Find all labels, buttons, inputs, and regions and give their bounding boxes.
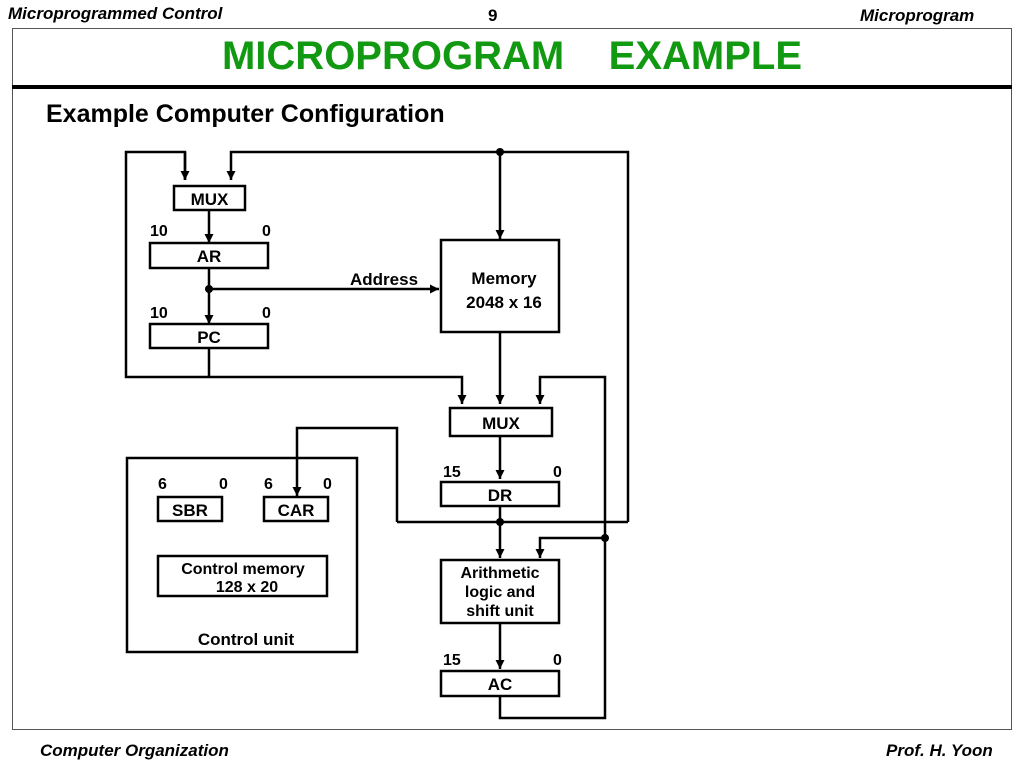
memory-label: Memory bbox=[471, 269, 537, 288]
footer-left-text: Computer Organization bbox=[40, 741, 229, 760]
car-msb-label: 6 bbox=[264, 476, 273, 493]
pc-register: 10 0 PC bbox=[148, 305, 271, 350]
ar-lsb-label: 0 bbox=[262, 223, 271, 240]
mux-top-label: MUX bbox=[191, 190, 229, 209]
ar-label: AR bbox=[197, 247, 222, 266]
alu-block: Arithmetic logic and shift unit bbox=[439, 558, 561, 625]
header-right-text: Microprogram bbox=[860, 6, 975, 25]
memory-block: Memory 2048 x 16 bbox=[439, 238, 561, 334]
junction-dots bbox=[205, 148, 609, 542]
slide-title: MICROPROGRAM EXAMPLE bbox=[221, 34, 803, 78]
memory-size-label: 2048 x 16 bbox=[466, 293, 542, 312]
pc-label: PC bbox=[197, 328, 221, 347]
ar-msb-label: 10 bbox=[150, 223, 168, 240]
footer-right-text: Prof. H. Yoon bbox=[886, 741, 993, 760]
sbr-label: SBR bbox=[172, 501, 208, 520]
ac-label: AC bbox=[488, 675, 513, 694]
control-unit: 6 0 SBR 6 0 CAR Control memory 128 x 20 … bbox=[125, 456, 359, 654]
car-label: CAR bbox=[278, 501, 315, 520]
car-register bbox=[262, 495, 330, 523]
sbr-register bbox=[156, 495, 224, 523]
alu-label-line3: shift unit bbox=[466, 603, 534, 620]
dr-label: DR bbox=[488, 486, 513, 505]
slide-frame bbox=[12, 28, 1012, 730]
dr-lsb-label: 0 bbox=[553, 464, 562, 481]
title-divider bbox=[12, 85, 1012, 89]
ac-lsb-label: 0 bbox=[553, 652, 562, 669]
ac-msb-label: 15 bbox=[443, 652, 461, 669]
car-lsb-label: 0 bbox=[323, 476, 332, 493]
mux-top: MUX bbox=[172, 184, 247, 212]
control-memory-block bbox=[156, 554, 329, 598]
mux-bottom-label: MUX bbox=[482, 414, 520, 433]
connection-lines bbox=[124, 150, 630, 720]
ac-register: 15 0 AC bbox=[439, 652, 562, 698]
control-memory-size-label: 128 x 20 bbox=[216, 579, 278, 596]
ar-register: 10 0 AR bbox=[148, 223, 271, 270]
address-label: Address bbox=[350, 270, 418, 289]
pc-lsb-label: 0 bbox=[262, 305, 271, 322]
page-number: 9 bbox=[488, 6, 498, 25]
control-memory-label: Control memory bbox=[181, 561, 305, 578]
alu-label-line2: logic and bbox=[465, 584, 535, 601]
pc-msb-label: 10 bbox=[150, 305, 168, 322]
sbr-lsb-label: 0 bbox=[219, 476, 228, 493]
alu-label-line1: Arithmetic bbox=[460, 565, 539, 582]
slide-subtitle: Example Computer Configuration bbox=[46, 100, 445, 128]
control-unit-label: Control unit bbox=[198, 630, 295, 649]
sbr-msb-label: 6 bbox=[158, 476, 167, 493]
mux-bottom: MUX bbox=[448, 406, 554, 438]
dr-msb-label: 15 bbox=[443, 464, 461, 481]
dr-register: 15 0 DR bbox=[439, 464, 562, 508]
header-left-text: Microprogrammed Control bbox=[8, 4, 223, 23]
